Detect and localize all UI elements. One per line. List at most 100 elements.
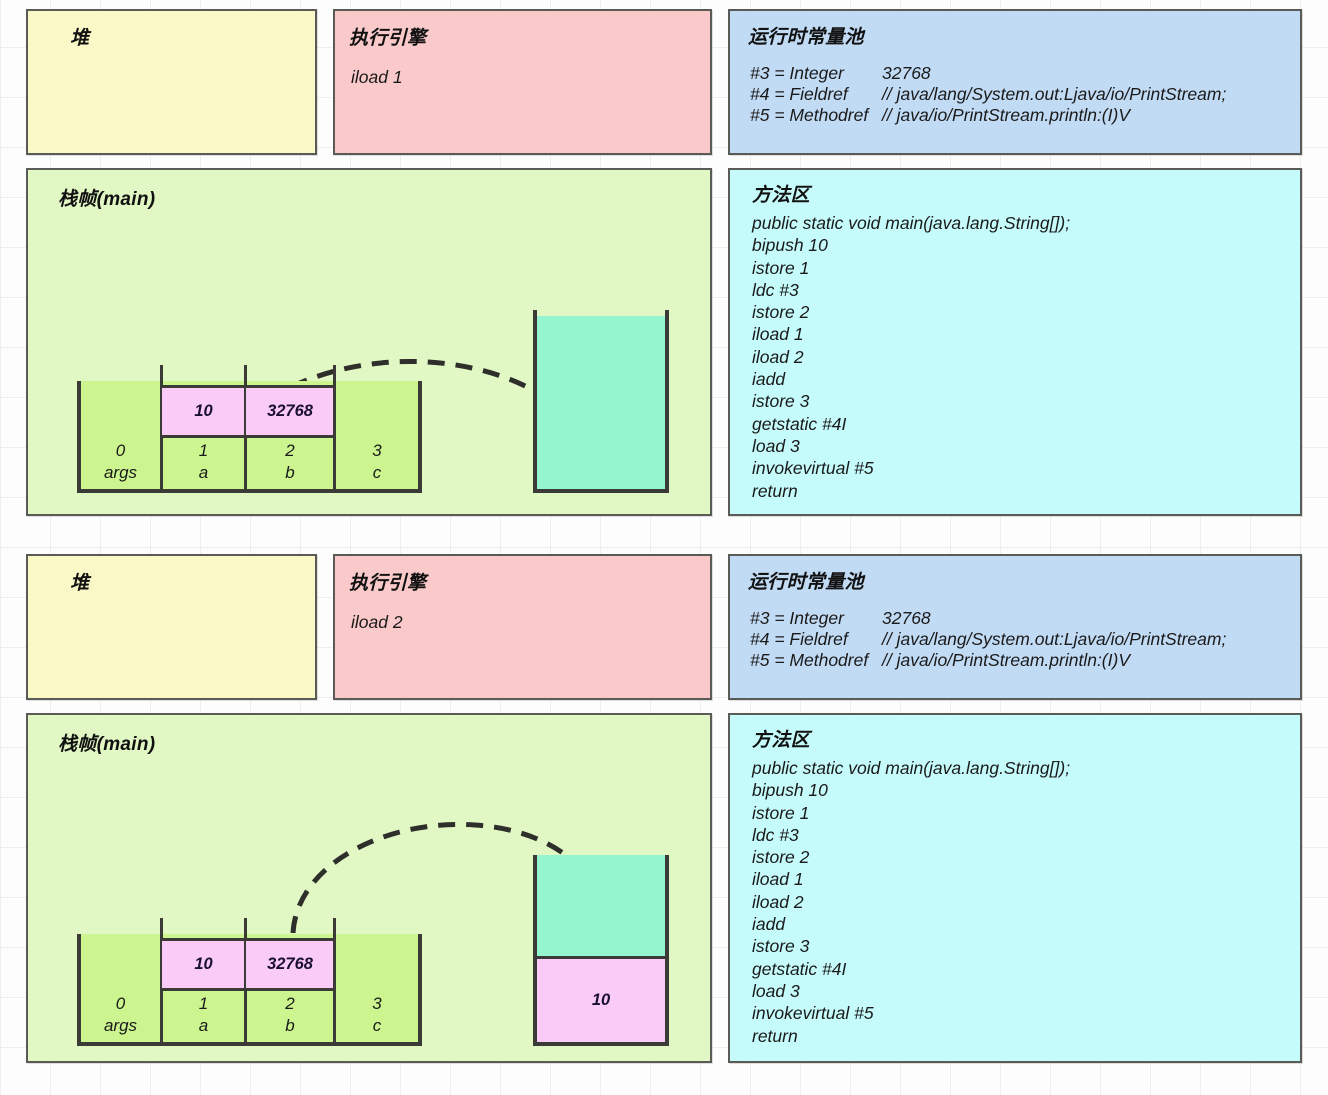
lvt-slot-1: 10 1 a	[160, 918, 246, 1042]
lvt-slot-value: 32768	[246, 385, 334, 438]
lvt-slot-index: 3	[372, 994, 382, 1013]
operand-stack-step2: 10	[533, 855, 669, 1046]
runtime-constant-pool-title: 运行时常量池	[748, 572, 864, 593]
lvt-slot-index: 0	[115, 441, 126, 460]
lvt-slot-2: 32768 2 b	[244, 918, 334, 1042]
constant-pool-row: #3 = Integer 32768	[750, 63, 1226, 84]
operand-stack-fill	[537, 316, 665, 489]
bytecode-line: load 3	[752, 980, 800, 1001]
bytecode-line: public static void main(java.lang.String…	[752, 213, 1071, 233]
lvt-divider-tick	[333, 918, 336, 934]
lvt-slot-name: c	[372, 463, 382, 482]
constant-pool-entries: #3 = Integer 32768 #4 = Fieldref // java/l…	[750, 608, 1226, 671]
lvt-divider-tick	[160, 365, 164, 381]
cp-value: // java/lang/System.out:Ljava/io/PrintSt…	[882, 629, 1227, 649]
heap-panel-step1: 堆	[26, 9, 317, 155]
stack-frame-title: 栈帧(main)	[58, 734, 156, 755]
lvt-slot-name: a	[198, 463, 209, 482]
bytecode-line: return	[752, 480, 798, 501]
lvt-divider-tick	[333, 365, 336, 381]
heap-panel-step2: 堆	[26, 554, 317, 700]
method-area-title: 方法区	[752, 185, 810, 206]
constant-pool-entries: #3 = Integer 32768 #4 = Fieldref // java/l…	[750, 63, 1226, 126]
operand-stack-fill	[537, 855, 665, 956]
cp-value: // java/io/PrintStream.println:(I)V	[882, 105, 1130, 125]
bytecode-line: istore 1	[752, 257, 810, 278]
bytecode-line: istore 3	[752, 391, 810, 412]
local-variable-table: 0 args 10 1 a 32768 2 b 3 c	[77, 918, 422, 1046]
lvt-slot-0: 0 args	[81, 381, 161, 489]
lvt-slot-value: 10	[162, 385, 246, 438]
lvt-slot-value: 32768	[246, 938, 334, 991]
lvt-slot-name: args	[103, 463, 138, 482]
lvt-slot-1: 10 1 a	[160, 365, 246, 489]
lvt-slot-index: 2	[285, 441, 295, 460]
execution-engine-panel-step2: 执行引擎 iload 2	[333, 554, 712, 700]
execution-engine-title: 执行引擎	[349, 573, 427, 594]
lvt-slot-name: b	[285, 1016, 295, 1035]
stack-frame-title: 栈帧(main)	[58, 189, 156, 210]
cp-value: // java/lang/System.out:Ljava/io/PrintSt…	[882, 84, 1227, 104]
cp-ref: #3 = Integer	[750, 608, 844, 628]
stack-frame-panel-step2: 栈帧(main) 0 args 10 1 a 32768 2 b	[26, 713, 712, 1063]
runtime-constant-pool-panel-step1: 运行时常量池 #3 = Integer 32768 #4 = Fieldref //…	[728, 9, 1302, 155]
bytecode-line: return	[752, 1025, 798, 1046]
cp-ref: #5 = Methodref	[750, 105, 869, 125]
bytecode-line: iload 2	[752, 346, 804, 367]
bytecode-line: iload 2	[752, 891, 804, 912]
cp-ref: #5 = Methodref	[750, 650, 869, 670]
lvt-slot-index: 3	[372, 441, 382, 460]
bytecode-line: bipush 10	[752, 235, 828, 256]
constant-pool-row: #3 = Integer 32768	[750, 608, 1226, 629]
lvt-slot-3: 3 c	[333, 365, 418, 489]
runtime-constant-pool-panel-step2: 运行时常量池 #3 = Integer 32768 #4 = Fieldref //…	[728, 554, 1302, 700]
lvt-slot-3: 3 c	[333, 918, 418, 1042]
lvt-slot-name: c	[372, 1016, 382, 1035]
lvt-slot-0: 0 args	[81, 934, 161, 1042]
bytecode-line: invokevirtual #5	[752, 458, 874, 479]
cp-ref: #4 = Fieldref	[750, 629, 848, 649]
operand-stack-step1	[533, 310, 669, 493]
lvt-slot-name: a	[198, 1016, 209, 1035]
execution-engine-title: 执行引擎	[349, 28, 427, 49]
method-area-bytecode: public static void main(java.lang.String…	[752, 212, 1070, 502]
bytecode-line: ldc #3	[752, 824, 799, 845]
bytecode-line: iload 1	[752, 869, 804, 890]
method-area-bytecode: public static void main(java.lang.String…	[752, 757, 1070, 1047]
cp-value: 32768	[882, 63, 931, 83]
lvt-slot-index: 1	[198, 441, 209, 460]
bytecode-line: istore 2	[752, 302, 810, 323]
stack-frame-panel-step1: 栈帧(main) 0 args 10 1 a 32768 2 b	[26, 168, 712, 516]
method-area-panel-step1: 方法区 public static void main(java.lang.St…	[728, 168, 1302, 516]
lvt-divider-tick	[244, 365, 248, 381]
constant-pool-row: #5 = Methodref // java/io/PrintStream.pri…	[750, 650, 1226, 671]
bytecode-line: getstatic #4I	[752, 958, 847, 979]
method-area-title: 方法区	[752, 730, 810, 751]
lvt-slot-index: 1	[198, 994, 209, 1013]
lvt-divider-tick	[244, 918, 248, 934]
lvt-divider-tick	[160, 918, 164, 934]
bytecode-line: getstatic #4I	[752, 413, 847, 434]
bytecode-line: ldc #3	[752, 279, 799, 300]
constant-pool-row: #4 = Fieldref // java/lang/System.out:Lja…	[750, 84, 1226, 105]
cp-value: // java/io/PrintStream.println:(I)V	[882, 650, 1130, 670]
lvt-slot-index: 0	[115, 994, 126, 1013]
cp-value: 32768	[882, 608, 931, 628]
lvt-slot-index: 2	[285, 994, 295, 1013]
cp-ref: #4 = Fieldref	[750, 84, 848, 104]
bytecode-line: bipush 10	[752, 780, 828, 801]
runtime-constant-pool-title: 运行时常量池	[748, 27, 864, 48]
execution-engine-panel-step1: 执行引擎 iload 1	[333, 9, 712, 155]
bytecode-line: iadd	[752, 914, 786, 935]
constant-pool-row: #5 = Methodref // java/io/PrintStream.pri…	[750, 105, 1226, 126]
current-instruction: iload 1	[351, 67, 403, 87]
cp-ref: #3 = Integer	[750, 63, 844, 83]
operand-stack-item: 10	[537, 956, 665, 1042]
current-instruction: iload 2	[351, 612, 403, 632]
lvt-slot-name: args	[103, 1016, 138, 1035]
bytecode-line: iadd	[752, 369, 786, 390]
method-area-panel-step2: 方法区 public static void main(java.lang.St…	[728, 713, 1302, 1063]
heap-title: 堆	[70, 28, 90, 49]
bytecode-line: load 3	[752, 435, 800, 456]
